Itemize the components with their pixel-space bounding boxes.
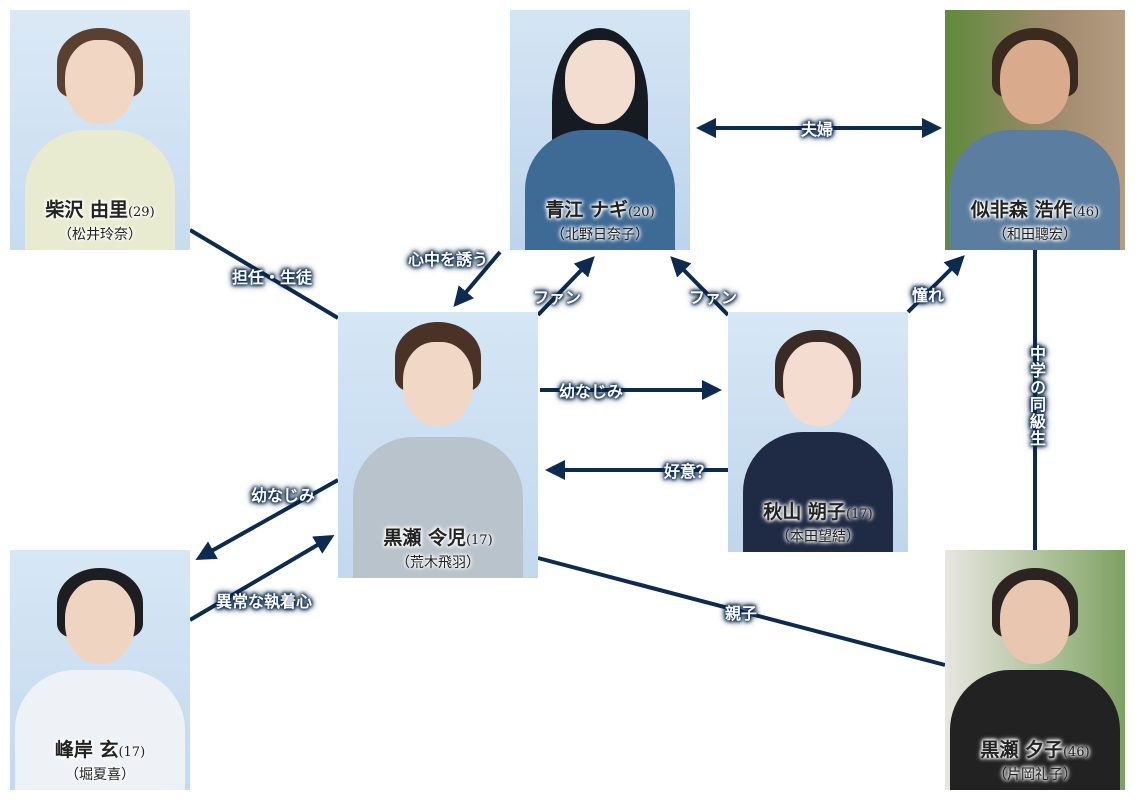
person-age: (17): [465, 533, 493, 548]
label-obsession: 異常な執着心: [215, 592, 313, 611]
line-obsession: [188, 534, 335, 622]
actor-name: （荒木飛羽）: [396, 555, 480, 571]
line-parent-child: [537, 556, 946, 667]
person-card-yuko[interactable]: 黒瀬 夕子(46) （片岡礼子）: [945, 550, 1125, 790]
photo-face: [1000, 40, 1070, 124]
line-childhood-minegishi: [195, 478, 339, 560]
line-teacher-student: [188, 228, 340, 320]
photo-face: [65, 40, 135, 124]
person-name: 黒瀬 夕子: [980, 739, 1063, 761]
photo-body: [743, 432, 893, 552]
person-age: (46): [1062, 745, 1090, 760]
person-name: 青江 ナギ: [545, 199, 628, 221]
person-card-minegishi[interactable]: 峰岸 玄(17) （堀夏喜）: [10, 550, 190, 790]
person-name: 峰岸 玄: [54, 739, 119, 761]
label-teacher-student: 担任・生徒: [231, 268, 313, 287]
person-age: (17): [845, 507, 873, 522]
line-admire: [906, 255, 965, 314]
person-age: (17): [118, 745, 146, 760]
line-suicide-invite: [453, 250, 502, 308]
actor-name: （和田聰宏）: [993, 227, 1077, 243]
person-name: 秋山 朔子: [763, 501, 846, 523]
person-card-akiyama[interactable]: 秋山 朔子(17) （本田望結）: [728, 312, 908, 552]
label-affection: 好意？: [663, 462, 713, 481]
person-name: 柴沢 由里: [45, 199, 128, 221]
label-childhood-minegishi: 幼なじみ: [250, 486, 316, 505]
photo-face: [403, 342, 473, 426]
photo-body: [15, 670, 185, 790]
person-name: 似非森 浩作: [970, 199, 1073, 221]
photo-body: [950, 130, 1120, 250]
photo-body: [950, 670, 1120, 790]
label-fan-rei: ファン: [532, 288, 582, 307]
person-name: 黒瀬 令児: [383, 527, 466, 549]
person-card-rei[interactable]: 黒瀬 令児(17) （荒木飛羽）: [338, 312, 538, 578]
person-age: (46): [1072, 205, 1100, 220]
label-fan-akiyama: ファン: [688, 288, 738, 307]
actor-name: （北野日奈子）: [551, 227, 649, 243]
photo-face: [783, 342, 853, 426]
label-suicide-invite: 心中を誘う: [407, 250, 489, 269]
photo-face: [1000, 580, 1070, 664]
photo-body: [353, 437, 523, 578]
label-childhood-akiyama: 幼なじみ: [558, 382, 624, 401]
person-card-shibasawa[interactable]: 柴沢 由里(29) （松井玲奈）: [10, 10, 190, 250]
label-parent-child: 親子: [724, 604, 758, 623]
photo-body: [525, 130, 675, 250]
actor-name: （松井玲奈）: [58, 227, 142, 243]
actor-name: （本田望結）: [776, 529, 860, 545]
photo-body: [25, 130, 175, 250]
line-fan-akiyama: [670, 256, 730, 317]
actor-name: （堀夏喜）: [65, 767, 135, 783]
person-age: (29): [127, 205, 155, 220]
photo-face: [565, 40, 635, 124]
person-age: (20): [627, 205, 655, 220]
label-couple: 夫婦: [800, 120, 834, 139]
person-card-aoe[interactable]: 青江 ナギ(20) （北野日奈子）: [510, 10, 690, 250]
label-admire: 憧れ: [911, 286, 945, 305]
line-fan-rei: [536, 256, 595, 317]
person-card-esemori[interactable]: 似非森 浩作(46) （和田聰宏）: [945, 10, 1125, 250]
label-classmates: 中学の同級生: [1027, 345, 1046, 447]
actor-name: （片岡礼子）: [993, 767, 1077, 783]
photo-face: [65, 580, 135, 664]
